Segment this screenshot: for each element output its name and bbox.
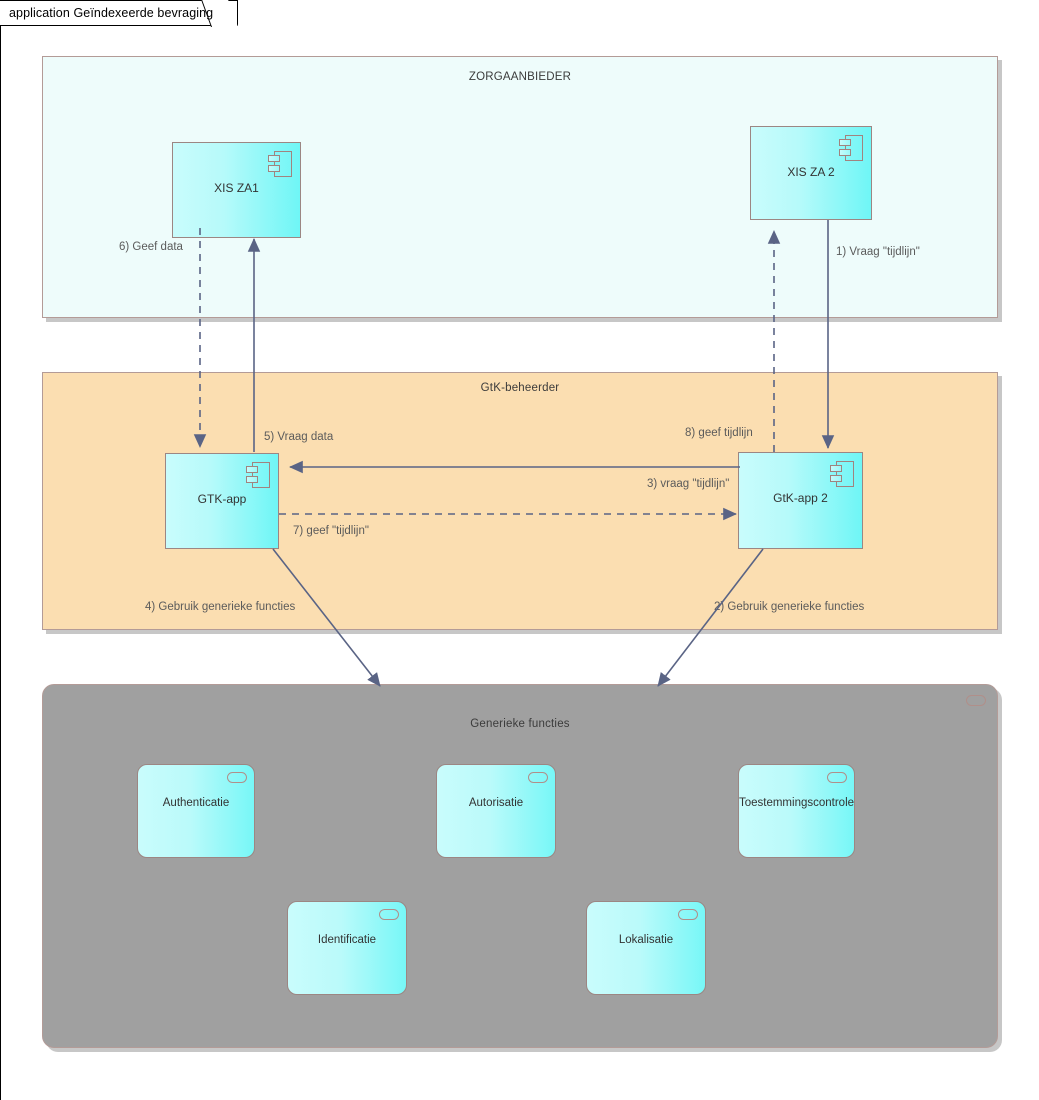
component-gtk-app-2-label: GtK-app 2 (773, 491, 828, 505)
connector-label-2: 2) Gebruik generieke functies (714, 601, 865, 613)
function-lokalisatie-label: Lokalisatie (618, 934, 674, 946)
window-title-label: application Geïndexeerde bevraging (9, 6, 214, 20)
connector-label-1: 1) Vraag "tijdlijn" (836, 246, 920, 258)
service-rounded-icon (827, 772, 847, 783)
function-toestemmingscontrole[interactable]: Toestemmingscontrole (738, 764, 855, 858)
uml-component-icon (830, 461, 854, 487)
connector-label-5: 5) Vraag data (264, 431, 334, 443)
connector-label-6: 6) Geef data (119, 241, 183, 253)
group-zorgaanbieder-title: ZORGAANBIEDER (468, 71, 572, 83)
function-identificatie-label: Identificatie (317, 934, 377, 946)
uml-component-icon (246, 462, 270, 488)
service-rounded-icon (678, 909, 698, 920)
function-autorisatie[interactable]: Autorisatie (436, 764, 556, 858)
component-gtk-app-label: GTK-app (197, 492, 247, 506)
component-gtk-app[interactable]: GTK-app (165, 453, 279, 549)
group-gtk-beheerder-title: GtK-beheerder (480, 382, 560, 394)
component-xis-za1[interactable]: XIS ZA1 (172, 142, 301, 238)
frame-left-border (0, 0, 1, 1100)
window-title-tab[interactable]: application Geïndexeerde bevraging (0, 0, 238, 27)
function-authenticatie[interactable]: Authenticatie (137, 764, 255, 858)
component-xis-za2[interactable]: XIS ZA 2 (750, 126, 872, 220)
group-generieke-functies[interactable]: Generieke functies (42, 684, 998, 1048)
component-gtk-app-2[interactable]: GtK-app 2 (738, 452, 863, 549)
connector-label-4: 4) Gebruik generieke functies (145, 601, 296, 613)
group-generieke-functies-title: Generieke functies (470, 718, 570, 730)
connector-label-3: 3) vraag "tijdlijn" (647, 478, 730, 490)
component-xis-za2-label: XIS ZA 2 (787, 165, 835, 179)
service-rounded-icon (528, 772, 548, 783)
function-autorisatie-label: Autorisatie (468, 797, 524, 809)
service-rounded-icon (379, 909, 399, 920)
function-identificatie[interactable]: Identificatie (287, 901, 407, 995)
service-rounded-icon (966, 695, 986, 706)
function-authenticatie-label: Authenticatie (162, 797, 230, 809)
service-rounded-icon (227, 772, 247, 783)
uml-component-icon (839, 135, 863, 161)
connector-label-7: 7) geef "tijdlijn" (293, 525, 369, 537)
uml-component-icon (268, 151, 292, 177)
component-xis-za1-label: XIS ZA1 (214, 181, 259, 195)
function-toestemmingscontrole-label: Toestemmingscontrole (738, 797, 855, 809)
connector-label-8: 8) geef tijdlijn (685, 427, 753, 439)
function-lokalisatie[interactable]: Lokalisatie (586, 901, 706, 995)
